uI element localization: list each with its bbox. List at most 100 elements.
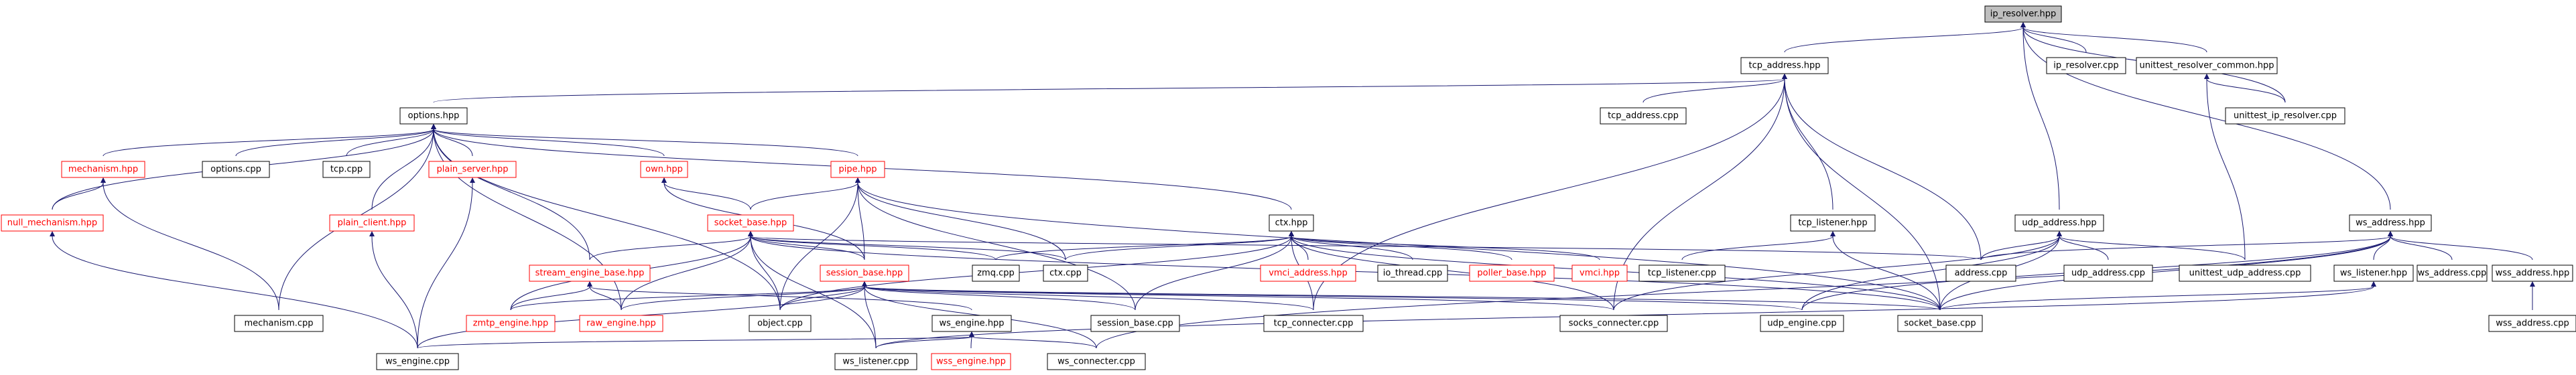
node-ws-engine-hpp[interactable]: ws_engine.hpp <box>931 315 1012 332</box>
node-session-base-hpp[interactable]: session_base.hpp <box>820 265 909 282</box>
node-ws-engine-cpp[interactable]: ws_engine.cpp <box>376 353 459 370</box>
edge-session-base-hpp-to-object-cpp <box>779 281 867 311</box>
node-udp-address-cpp[interactable]: udp_address.cpp <box>2063 265 2153 282</box>
node-label: ip_resolver.hpp <box>1990 9 2056 19</box>
node-address-cpp[interactable]: address.cpp <box>1945 265 2016 282</box>
node-label: unittest_resolver_common.hpp <box>2139 61 2274 71</box>
node-box <box>1559 315 1668 332</box>
node-options-cpp[interactable]: options.cpp <box>202 161 270 178</box>
node-label: tcp_listener.cpp <box>1648 269 1716 279</box>
node-stream-engine-base-hpp[interactable]: stream_engine_base.hpp <box>529 265 651 282</box>
node-vmci-address-hpp[interactable]: vmci_address.hpp <box>1260 265 1356 282</box>
node-box <box>830 161 885 178</box>
node-ws-connecter-cpp[interactable]: ws_connecter.cpp <box>1047 353 1146 370</box>
node-unittest-resolver-common-hpp[interactable]: unittest_resolver_common.hpp <box>2136 57 2278 74</box>
edge-mechanism-hpp-to-mechanism-cpp <box>101 177 279 311</box>
edges-layer <box>50 22 2535 349</box>
node-zmtp-engine-hpp[interactable]: zmtp_engine.hpp <box>466 315 556 332</box>
edge-ctx-hpp-to-object-cpp <box>779 231 1294 311</box>
node-label: options.cpp <box>210 165 261 175</box>
node-socket-base-cpp[interactable]: socket_base.cpp <box>1897 315 1983 332</box>
edge-ip-resolver-hpp-to-tcp-address-hpp <box>1784 22 2026 53</box>
node-wss-address-hpp[interactable]: wss_address.hpp <box>2492 265 2573 282</box>
edge-ws-engine-hpp-to-ws-engine-cpp <box>417 331 974 349</box>
node-label: wss_address.cpp <box>2496 319 2569 329</box>
node-tcp-address-cpp[interactable]: tcp_address.cpp <box>1600 107 1687 125</box>
node-plain-client-hpp[interactable]: plain_client.hpp <box>329 214 415 232</box>
node-tcp-address-hpp[interactable]: tcp_address.hpp <box>1740 57 1829 74</box>
node-ws-address-hpp[interactable]: ws_address.hpp <box>2349 214 2432 232</box>
node-box <box>834 353 917 370</box>
edge-options-hpp-to-plain-client-hpp <box>371 124 436 210</box>
edge-socket-base-hpp-to-zmq-cpp <box>748 231 996 260</box>
node-plain-server-hpp[interactable]: plain_server.hpp <box>428 161 517 178</box>
edge-ws-address-hpp-to-wss-address-hpp <box>2388 231 2533 260</box>
node-wss-address-cpp[interactable]: wss_address.cpp <box>2488 315 2576 332</box>
node-label: ws_address.hpp <box>2356 218 2425 228</box>
node-box <box>466 315 556 332</box>
edge-socket-base-hpp-to-session-base-hpp <box>748 231 865 260</box>
node-null-mechanism-hpp[interactable]: null_mechanism.hpp <box>1 214 104 232</box>
node-ip-resolver-cpp[interactable]: ip_resolver.cpp <box>2046 57 2126 74</box>
node-tcp-listener-hpp[interactable]: tcp_listener.hpp <box>1790 214 1876 232</box>
edge-null-mechanism-hpp-to-ws-engine-cpp <box>50 231 418 349</box>
node-ctx-hpp[interactable]: ctx.hpp <box>1269 214 1314 232</box>
node-zmq-cpp[interactable]: zmq.cpp <box>972 265 1020 282</box>
node-ws-address-cpp[interactable]: ws_address.cpp <box>2417 265 2488 282</box>
node-tcp-connecter-cpp[interactable]: tcp_connecter.cpp <box>1263 315 1364 332</box>
node-box <box>1263 315 1364 332</box>
node-wss-engine-hpp[interactable]: wss_engine.hpp <box>931 353 1011 370</box>
node-unittest-udp-address-cpp[interactable]: unittest_udp_address.cpp <box>2179 265 2311 282</box>
node-poller-base-hpp[interactable]: poller_base.hpp <box>1469 265 1555 282</box>
node-socks-connecter-cpp[interactable]: socks_connecter.cpp <box>1559 315 1668 332</box>
node-mechanism-cpp[interactable]: mechanism.cpp <box>234 315 324 332</box>
node-ctx-cpp[interactable]: ctx.cpp <box>1043 265 1088 282</box>
node-session-base-cpp[interactable]: session_base.cpp <box>1090 315 1180 332</box>
node-raw-engine-hpp[interactable]: raw_engine.hpp <box>579 315 663 332</box>
edge-ctx-hpp-to-poller-base-hpp <box>1289 231 1512 260</box>
node-box <box>1984 5 2062 23</box>
edge-mechanism-hpp-to-null-mechanism-hpp <box>52 177 106 210</box>
node-object-cpp[interactable]: object.cpp <box>749 315 812 332</box>
node-label: unittest_udp_address.cpp <box>2189 269 2301 279</box>
node-socket-base-hpp[interactable]: socket_base.hpp <box>707 214 794 232</box>
edge-tcp-address-hpp-to-options-hpp <box>433 74 1787 103</box>
node-label: pipe.hpp <box>839 165 877 175</box>
node-unittest-ip-resolver-cpp[interactable]: unittest_ip_resolver.cpp <box>2225 107 2345 125</box>
edge-session-base-hpp-to-socks-connecter-cpp <box>862 281 1614 311</box>
node-udp-engine-cpp[interactable]: udp_engine.cpp <box>1760 315 1844 332</box>
node-tcp-cpp[interactable]: tcp.cpp <box>322 161 371 178</box>
node-own-hpp[interactable]: own.hpp <box>640 161 688 178</box>
edge-socket-base-hpp-to-ctx-cpp <box>748 231 1066 260</box>
edge-ws-address-hpp-to-socket-base-cpp <box>1939 231 2393 311</box>
node-box <box>329 214 415 232</box>
node-ip-resolver-hpp[interactable]: ip_resolver.hpp <box>1984 5 2062 23</box>
edge-tcp-listener-hpp-to-socket-base-cpp <box>1830 231 1941 311</box>
node-ws-listener-hpp[interactable]: ws_listener.hpp <box>2333 265 2414 282</box>
node-box <box>1269 214 1314 232</box>
node-mechanism-hpp[interactable]: mechanism.hpp <box>61 161 145 178</box>
edge-ctx-hpp-to-vmci-hpp <box>1289 231 1600 260</box>
node-options-hpp[interactable]: options.hpp <box>399 107 468 125</box>
edge-stream-engine-base-hpp-to-zmtp-engine-hpp <box>510 281 592 311</box>
edge-ws-address-hpp-to-address-cpp <box>1980 231 2393 260</box>
node-box <box>2136 57 2278 74</box>
node-tcp-listener-cpp[interactable]: tcp_listener.cpp <box>1638 265 1726 282</box>
edge-ws-engine-hpp-to-wss-engine-hpp <box>969 331 974 349</box>
edge-unittest-resolver-common-hpp-to-unittest-udp-address-cpp <box>2204 74 2246 260</box>
node-vmci-hpp[interactable]: vmci.hpp <box>1571 265 1628 282</box>
node-box <box>2014 214 2104 232</box>
edge-socket-base-hpp-to-object-cpp <box>748 231 781 311</box>
edge-session-base-hpp-to-zmtp-engine-hpp <box>510 281 867 311</box>
node-ws-listener-cpp[interactable]: ws_listener.cpp <box>834 353 917 370</box>
edge-udp-address-hpp-to-unittest-udp-address-cpp <box>2057 231 2246 260</box>
node-pipe-hpp[interactable]: pipe.hpp <box>830 161 885 178</box>
node-box <box>1740 57 1829 74</box>
edge-options-hpp-to-plain-server-hpp <box>431 124 473 157</box>
node-io-thread-cpp[interactable]: io_thread.cpp <box>1377 265 1448 282</box>
node-udp-address-hpp[interactable]: udp_address.hpp <box>2014 214 2104 232</box>
node-box <box>2417 265 2488 282</box>
node-label: unittest_ip_resolver.cpp <box>2234 111 2337 121</box>
edge-ip-resolver-hpp-to-ws-address-hpp <box>2020 22 2391 210</box>
